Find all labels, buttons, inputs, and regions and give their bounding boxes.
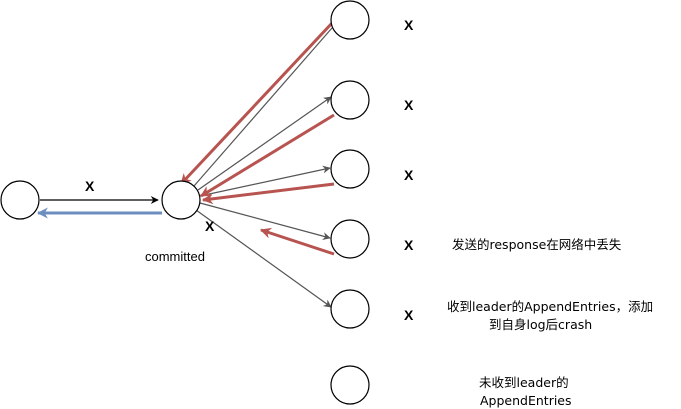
follower-x-label-5: X (404, 307, 414, 323)
follower-x-label-2: X (404, 97, 414, 113)
append-arrow-1 (193, 27, 333, 187)
follower-response-arrow-3 (201, 182, 335, 205)
follower-x-label-3: X (404, 167, 414, 183)
append-arrow-4 (199, 202, 331, 240)
follower-node-5 (330, 289, 370, 329)
note-not-received-line1: 未收到leader的 (479, 375, 569, 390)
follower-response-arrow-2 (200, 113, 335, 198)
follower-node-6 (330, 365, 370, 405)
request-x-label: X (85, 178, 95, 194)
follower-response-arrow-4-lost (259, 227, 335, 256)
leader-x-label: X (205, 218, 215, 234)
follower-x-label-1: X (404, 17, 414, 33)
follower-x-label-4: X (404, 237, 414, 253)
follower-node-3 (330, 149, 370, 189)
note-not-received-line2: AppendEntries (480, 393, 572, 408)
note-crash-line2: 到自身log后crash (489, 317, 592, 332)
follower-node-4 (330, 219, 370, 259)
follower-node-2 (330, 80, 370, 120)
follower-response-arrow-1 (179, 20, 335, 186)
append-arrow-2 (197, 96, 332, 191)
append-arrow-5 (195, 209, 332, 308)
client-node (0, 180, 40, 220)
follower-node-1 (330, 0, 370, 40)
note-response-lost: 发送的response在网络中丢失 (452, 237, 622, 252)
leader-node (161, 180, 201, 220)
note-crash-line1: 收到leader的AppendEntries，添加 (447, 299, 653, 314)
append-arrow-3 (199, 165, 331, 197)
committed-label: committed (145, 249, 205, 264)
